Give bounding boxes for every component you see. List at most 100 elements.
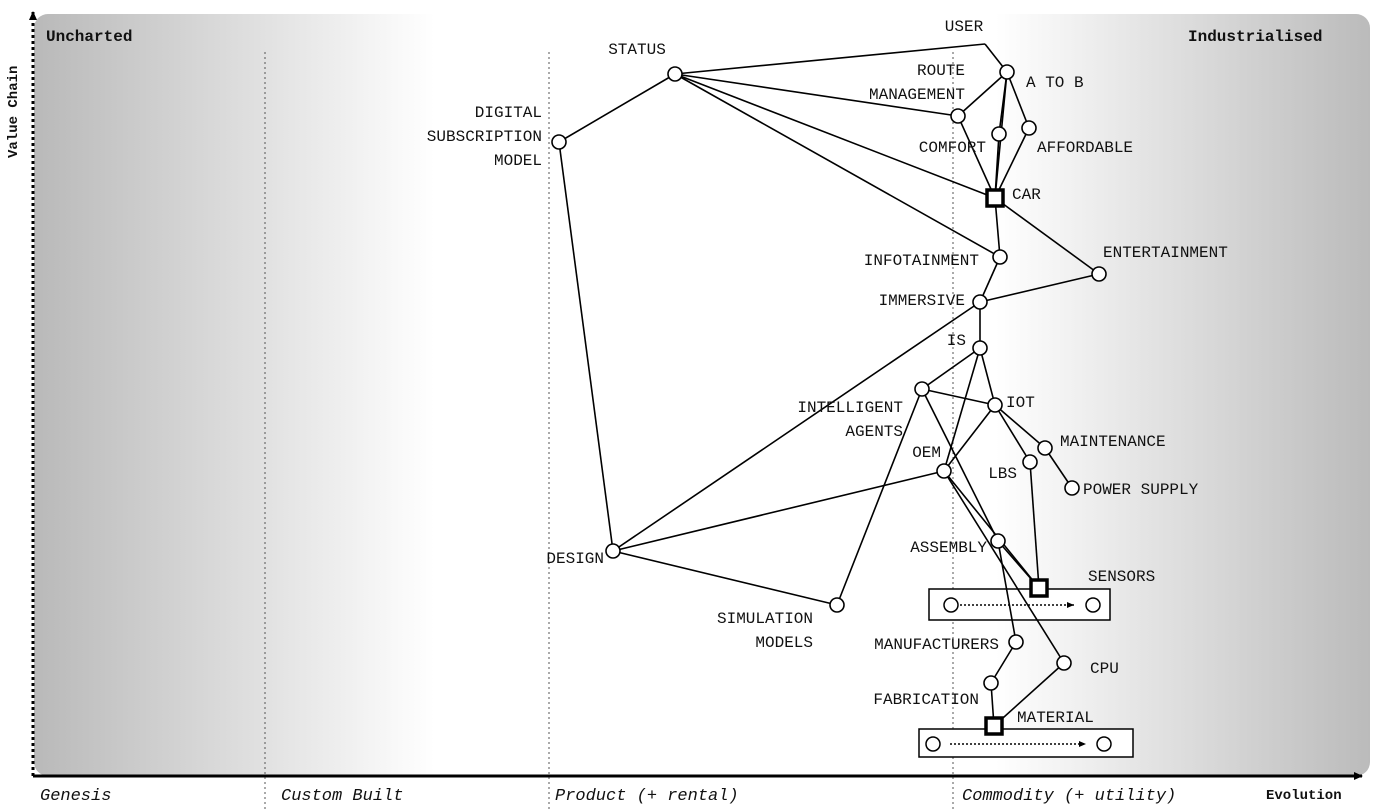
edge-digital_sub-design: [558, 141, 614, 552]
label-immersive: IMMERSIVE: [879, 292, 965, 310]
x-axis-label: Evolution: [1266, 788, 1342, 804]
corner-uncharted: Uncharted: [46, 28, 132, 46]
label-maintenance: MAINTENANCE: [1060, 433, 1166, 451]
label-assembly: ASSEMBLY: [910, 539, 987, 557]
node-material: [984, 716, 1004, 736]
movement-material: [918, 728, 1134, 758]
stage-genesis: Genesis: [40, 787, 111, 806]
node-maintenance: [1037, 440, 1053, 456]
label-cpu: CPU: [1090, 660, 1119, 678]
label-is: IS: [947, 332, 966, 350]
label-comfort: COMFORT: [919, 139, 986, 157]
edge-is-oem: [943, 347, 981, 472]
stage-commodity: Commodity (+ utility): [962, 787, 1176, 806]
edge-a_to_b-route_mgmt: [957, 71, 1008, 117]
label-design: DESIGN: [546, 550, 604, 568]
edge-comfort-car: [994, 133, 1000, 199]
node-intelligent-agents: [914, 381, 930, 397]
node-affordable: [1021, 120, 1037, 136]
edge-car-entertainment: [994, 197, 1100, 275]
edge-status-car: [674, 73, 996, 199]
label-iot: IOT: [1006, 394, 1035, 412]
edge-infotainment-immersive: [979, 256, 1001, 303]
node-car: [985, 188, 1005, 208]
edge-is-iot: [979, 347, 996, 406]
edge-maintenance-power_supply: [1044, 447, 1073, 489]
node-lbs: [1022, 454, 1038, 470]
label-status: STATUS: [608, 41, 666, 59]
edge-cpu-material: [993, 662, 1065, 727]
edge-oem-cpu: [943, 470, 1065, 664]
node-status: [667, 66, 683, 82]
node-iot: [987, 397, 1003, 413]
node-entertainment: [1091, 266, 1107, 282]
edge-car-infotainment: [994, 197, 1001, 258]
nodes: [551, 64, 1107, 736]
movement-sensors: [928, 588, 1111, 621]
edge-assembly-manufacturers: [997, 540, 1017, 643]
edge-status-route_mgmt: [674, 73, 959, 117]
node-infotainment: [992, 249, 1008, 265]
label-sensors: SENSORS: [1088, 568, 1155, 586]
edge-status-infotainment: [674, 73, 1001, 258]
stage-product: Product (+ rental): [555, 787, 739, 806]
node-is: [972, 340, 988, 356]
edge-iot-maintenance: [994, 404, 1046, 449]
node-assembly: [990, 533, 1006, 549]
edge-intelligent_agents-iot: [921, 388, 996, 406]
map-background: [34, 14, 1370, 776]
node-a-to-b: [999, 64, 1015, 80]
node-comfort: [991, 126, 1007, 142]
node-fabrication: [983, 675, 999, 691]
node-digital-sub: [551, 134, 567, 150]
corner-industrialised: Industrialised: [1188, 28, 1322, 46]
node-immersive: [972, 294, 988, 310]
edge-affordable-car: [994, 127, 1030, 199]
edge-iot-oem: [943, 404, 996, 472]
label-affordable: AFFORDABLE: [1037, 139, 1133, 157]
node-sensors: [1029, 578, 1049, 598]
edge-intelligent_agents-simulation_models: [836, 388, 923, 606]
label-user: USER: [945, 18, 984, 36]
edge-oem-design: [612, 470, 945, 552]
stage-dividers: [264, 52, 954, 811]
edge-intelligent_agents-assembly: [921, 388, 999, 542]
node-oem: [936, 463, 952, 479]
label-entertainment: ENTERTAINMENT: [1103, 244, 1228, 262]
label-fabrication: FABRICATION: [873, 691, 979, 709]
edge-manufacturers-fabrication: [990, 641, 1017, 684]
edge-user-status: [674, 43, 986, 75]
node-manufacturers: [1008, 634, 1024, 650]
edge-iot-lbs: [994, 404, 1031, 463]
node-cpu: [1056, 655, 1072, 671]
edge-is-intelligent_agents: [921, 347, 981, 390]
edge-status-digital_sub: [558, 73, 676, 143]
label-car: CAR: [1012, 186, 1041, 204]
stage-custom-built: Custom Built: [281, 787, 403, 806]
edge-route_mgmt-car: [957, 115, 996, 199]
edge-lbs-sensors: [1029, 461, 1040, 589]
label-lbs: LBS: [988, 465, 1017, 483]
node-power-supply: [1064, 480, 1080, 496]
node-route-mgmt: [950, 108, 966, 124]
label-manufacturers: MANUFACTURERS: [874, 636, 999, 654]
label-oem: OEM: [912, 444, 941, 462]
edge-immersive-entertainment: [979, 273, 1100, 303]
node-simulation-models: [829, 597, 845, 613]
edge-oem-sensors: [943, 470, 1040, 589]
label-material: MATERIAL: [1017, 709, 1094, 727]
label-a-to-b: A TO B: [1026, 74, 1084, 92]
edge-a_to_b-affordable: [1006, 71, 1030, 129]
label-infotainment: INFOTAINMENT: [864, 252, 979, 270]
edges: [558, 43, 1100, 727]
y-axis-label: Value Chain: [6, 66, 22, 158]
node-design: [605, 543, 621, 559]
edge-design-simulation_models: [612, 550, 838, 606]
edge-immersive-design: [612, 301, 981, 552]
